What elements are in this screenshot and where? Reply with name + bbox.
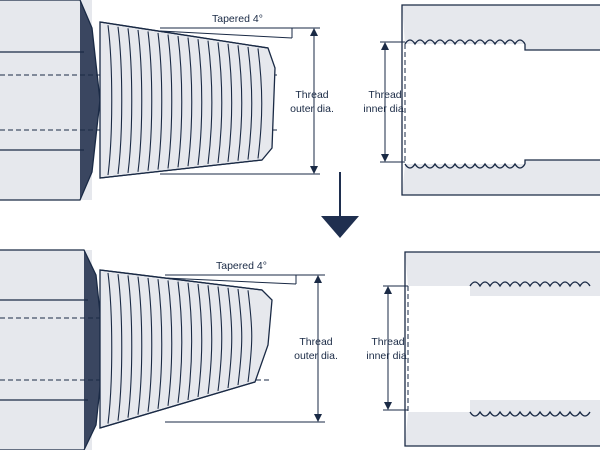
- thread-crest: [157, 32, 163, 170]
- thread-crest: [247, 46, 253, 160]
- thread-crest: [117, 274, 123, 421]
- thread-crest: [217, 286, 223, 392]
- thread-crest: [227, 43, 233, 162]
- thread-crest: [167, 280, 173, 406]
- thread-crest: [187, 282, 193, 400]
- thread-crest: [177, 36, 183, 168]
- thread-crest: [137, 29, 143, 172]
- bottom-outer-thread-label: Thread: [299, 336, 332, 348]
- top-inner-dia-label: inner dia.: [363, 103, 406, 115]
- thread-crest: [117, 26, 123, 175]
- bottom-inner-dia-label: inner dia.: [366, 350, 409, 362]
- bottom-inner-thread-label: Thread: [371, 336, 404, 348]
- thread-crest: [157, 279, 163, 409]
- top-panel: Tapered 4° Thread outer dia. Thread inne…: [0, 0, 600, 201]
- bottom-tapered-label: Tapered 4°: [216, 260, 267, 272]
- thread-crest: [187, 37, 193, 167]
- top-female-port: [401, 4, 600, 196]
- bottom-panel: Tapered 4° Thread outer dia. Thread inne…: [0, 249, 600, 450]
- bottom-hex-body: [0, 249, 270, 450]
- thread-crest: [127, 275, 133, 418]
- top-outer-dia-label: outer dia.: [290, 103, 334, 115]
- thread-crest: [237, 45, 243, 161]
- thread-crest: [107, 25, 113, 176]
- top-taper-indicator: Tapered 4°: [159, 13, 320, 39]
- thread-crest: [197, 39, 203, 166]
- thread-crest: [137, 276, 143, 415]
- bottom-taper-indicator: Tapered 4°: [164, 260, 325, 285]
- thread-crest: [197, 284, 203, 397]
- top-inner-thread-label: Thread: [368, 89, 401, 101]
- top-outer-thread-label: Thread: [295, 89, 328, 101]
- bottom-male-thread: [99, 269, 273, 429]
- thread-crest: [217, 42, 223, 163]
- down-arrow-icon: [321, 172, 359, 238]
- thread-crest: [147, 31, 153, 171]
- thread-crest: [127, 28, 133, 173]
- thread-crest: [107, 272, 113, 424]
- thread-crest: [247, 290, 253, 383]
- thread-crest: [167, 34, 173, 169]
- thread-crest: [207, 285, 213, 395]
- top-hex-body: [0, 0, 280, 201]
- top-tapered-label: Tapered 4°: [212, 13, 263, 25]
- thread-crest: [147, 277, 153, 412]
- thread-crest: [237, 288, 243, 386]
- bottom-outer-dia-label: outer dia.: [294, 350, 338, 362]
- thread-crest: [177, 281, 183, 403]
- top-male-thread: [99, 21, 276, 179]
- thread-crest: [257, 48, 263, 159]
- thread-crest: [227, 287, 233, 389]
- bottom-female-port: [404, 251, 600, 447]
- thread-crest: [207, 40, 213, 165]
